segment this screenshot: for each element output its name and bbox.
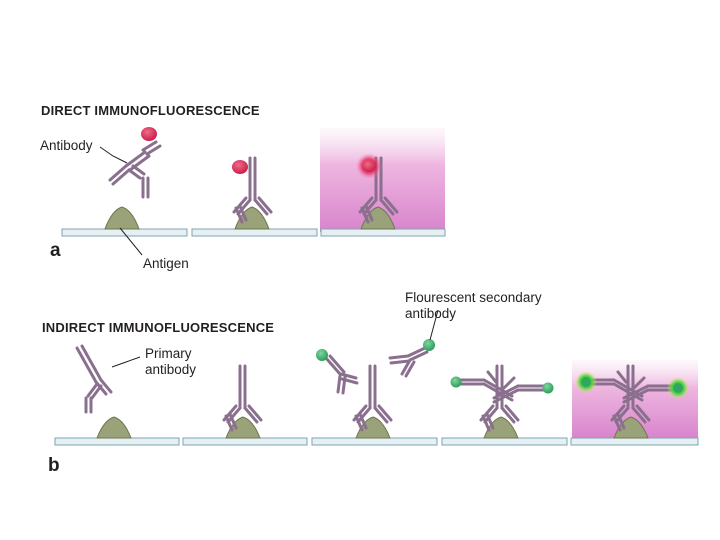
slide <box>311 437 438 446</box>
antigen-label: Antigen <box>143 256 189 271</box>
antigen <box>96 416 132 439</box>
green-fluorophore <box>450 376 462 388</box>
direct-immunofluorescence-title: DIRECT IMMUNOFLUORESCENCE <box>41 103 260 118</box>
green-fluorophore <box>673 383 683 393</box>
antigen-leader-line <box>119 227 143 256</box>
primary-antibody-label: Primary antibody <box>145 346 196 378</box>
primary-antibody <box>352 364 393 432</box>
red-fluorophore <box>232 160 248 174</box>
green-fluorophore <box>581 377 591 387</box>
primary-antibody-label-line2: antibody <box>145 362 197 377</box>
slide <box>191 228 318 237</box>
secondary-antibody-label-line1: Flourescent secondary <box>405 290 542 305</box>
panel-a-letter: a <box>50 240 61 261</box>
antibody-complex <box>456 364 548 432</box>
antibody-complex <box>586 364 678 432</box>
antibody-label: Antibody <box>40 138 93 153</box>
antibody-leader-line <box>99 146 128 164</box>
red-fluorophore <box>362 160 376 172</box>
primary-antibody-leader-line <box>111 356 141 368</box>
slide <box>54 437 180 446</box>
secondary-antibody-label: Flourescent secondary antibody <box>405 290 542 322</box>
antigen <box>104 206 140 230</box>
antibody <box>232 156 273 224</box>
slide <box>441 437 568 446</box>
secondary-antibody <box>324 354 359 395</box>
panel-b-letter: b <box>48 455 60 476</box>
green-fluorophore <box>542 382 554 394</box>
secondary-antibody-label-line2: antibody <box>405 306 457 321</box>
slide <box>182 437 308 446</box>
slide <box>570 437 699 446</box>
panel-a <box>61 127 446 256</box>
green-fluorophore <box>316 349 328 361</box>
green-fluorophore <box>423 339 435 351</box>
slide <box>61 228 188 237</box>
red-fluorophore <box>141 127 157 141</box>
slide <box>320 228 446 237</box>
primary-antibody <box>75 344 113 414</box>
antibody <box>108 140 162 199</box>
indirect-immunofluorescence-title: INDIRECT IMMUNOFLUORESCENCE <box>42 320 275 335</box>
primary-antibody <box>222 364 263 432</box>
primary-antibody-label-line1: Primary <box>145 346 192 361</box>
secondary-antibody-leader-line <box>429 309 439 341</box>
secondary-antibody <box>388 346 429 378</box>
panel-b <box>54 309 699 446</box>
